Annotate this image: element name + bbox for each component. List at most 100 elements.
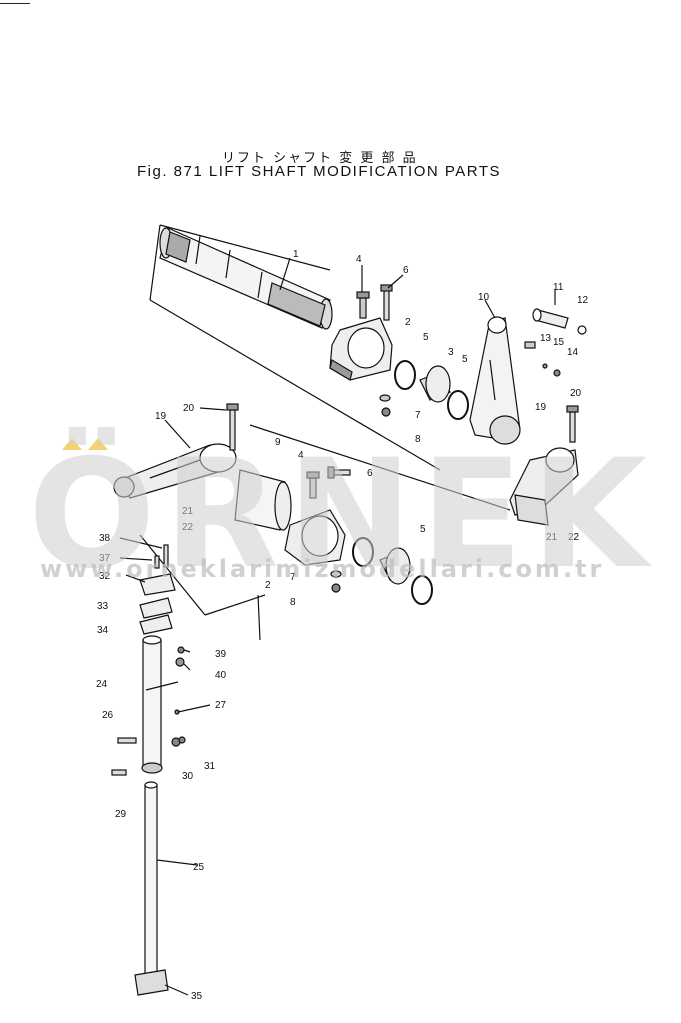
part-39 <box>177 646 185 654</box>
label-15: 15 <box>553 337 565 348</box>
label-5: 5 <box>462 354 468 365</box>
label-21: 21 <box>546 532 558 543</box>
lever-arm-part-19-left <box>113 443 237 499</box>
label-32: 32 <box>99 571 111 582</box>
label-22: 22 <box>182 522 194 533</box>
lever-part-10 <box>469 316 521 445</box>
label-24: 24 <box>96 679 108 690</box>
frame-line <box>249 424 511 511</box>
clip-part-12 <box>577 325 587 335</box>
label-4: 4 <box>298 450 304 461</box>
label-3: 3 <box>448 347 454 358</box>
tube-part-24 <box>141 635 163 774</box>
bolt-part-26 <box>117 737 137 744</box>
bolt-part-4-upper <box>356 291 370 319</box>
label-8: 8 <box>415 434 421 445</box>
title-japanese: リフト シャフト 変 更 部 品 <box>222 151 418 166</box>
label-13: 13 <box>540 333 552 344</box>
label-19: 19 <box>535 402 547 413</box>
label-22: 22 <box>568 532 580 543</box>
label-20: 20 <box>570 388 582 399</box>
label-4: 4 <box>356 254 362 265</box>
label-26: 26 <box>102 710 114 721</box>
part-labels: 1 2 3 4 5 5 6 7 8 10 11 12 13 14 15 19 1… <box>96 249 589 1002</box>
label-1: 1 <box>293 249 299 260</box>
bolt-part-20-right <box>566 405 579 443</box>
label-20: 20 <box>183 403 195 414</box>
label-2: 2 <box>405 317 411 328</box>
label-29: 29 <box>115 809 127 820</box>
bolt-part-20-left <box>226 403 239 451</box>
sleeve-part-3-upper <box>419 365 451 403</box>
label-5: 5 <box>420 524 426 535</box>
washer-part-7-upper <box>379 394 391 402</box>
label-40: 40 <box>215 670 227 681</box>
title-english: Fig. 871 LIFT SHAFT MODIFICATION PARTS <box>137 163 502 180</box>
label-27: 27 <box>215 700 227 711</box>
nut-part-8-upper <box>381 407 391 417</box>
part-40 <box>175 657 185 667</box>
label-9: 9 <box>275 437 281 448</box>
pin-part-13 <box>524 341 536 349</box>
label-25: 25 <box>193 862 205 873</box>
label-7: 7 <box>290 572 296 583</box>
frame-line <box>139 534 206 616</box>
pin-part-11 <box>532 308 569 329</box>
bushing-part-5-upper-b <box>447 390 469 420</box>
washer-part-7-lower <box>330 570 342 578</box>
bushing-part-5-lower-b <box>411 575 433 605</box>
label-14: 14 <box>567 347 579 358</box>
nut-part-14 <box>553 369 561 377</box>
bolt-part-38 <box>163 544 169 568</box>
frame-line <box>149 299 441 471</box>
frame-line <box>204 594 266 616</box>
label-5: 5 <box>423 332 429 343</box>
clamp-part-32 <box>139 573 176 596</box>
nut-part-8-lower <box>331 583 341 593</box>
bearing-housing-lower <box>284 509 346 566</box>
label-11: 11 <box>553 282 564 293</box>
bolt-part-6-upper <box>380 284 393 321</box>
clamp-part-33 <box>139 597 173 619</box>
label-8: 8 <box>290 597 296 608</box>
bolt-part-4-lower <box>306 471 320 499</box>
bushing-part-5-upper-a <box>394 360 416 390</box>
end-fitting-part-35 <box>134 969 169 996</box>
label-12: 12 <box>577 295 589 306</box>
part-31 <box>178 736 186 744</box>
bearing-housing-upper <box>329 317 393 381</box>
label-39: 39 <box>215 649 227 660</box>
bushing-part-5-lower-a <box>352 537 374 567</box>
lever-arm-part-19-right <box>509 447 579 526</box>
lift-shaft-part <box>159 227 333 330</box>
label-6: 6 <box>403 265 409 276</box>
label-35: 35 <box>191 991 203 1002</box>
corner-mark <box>0 3 30 4</box>
bolt-part-6-lower <box>327 466 351 479</box>
label-7: 7 <box>415 410 421 421</box>
watermark-brand: ÖRNEK <box>28 428 656 602</box>
bolt-part-37 <box>154 555 160 569</box>
label-38: 38 <box>99 533 111 544</box>
label-37: 37 <box>99 553 111 564</box>
washer-part-15 <box>542 363 548 369</box>
label-33: 33 <box>97 601 109 612</box>
label-19: 19 <box>155 411 167 422</box>
label-31: 31 <box>204 761 216 772</box>
watermark-url: www.orneklarimizmodellari.com.tr <box>40 555 605 583</box>
frame-line <box>149 224 161 301</box>
watermark-accent-icon <box>62 437 114 455</box>
label-30: 30 <box>182 771 194 782</box>
sleeve-part-9 <box>234 469 292 531</box>
frame-line <box>159 224 331 271</box>
label-34: 34 <box>97 625 109 636</box>
bolt-part-29 <box>111 769 127 776</box>
sleeve-part-3-lower <box>379 547 411 585</box>
label-2: 2 <box>265 580 271 591</box>
clamp-part-34 <box>139 614 173 635</box>
label-10: 10 <box>478 292 490 303</box>
frame-line <box>257 594 261 641</box>
label-6: 6 <box>367 468 373 479</box>
rod-part-25 <box>144 781 158 976</box>
